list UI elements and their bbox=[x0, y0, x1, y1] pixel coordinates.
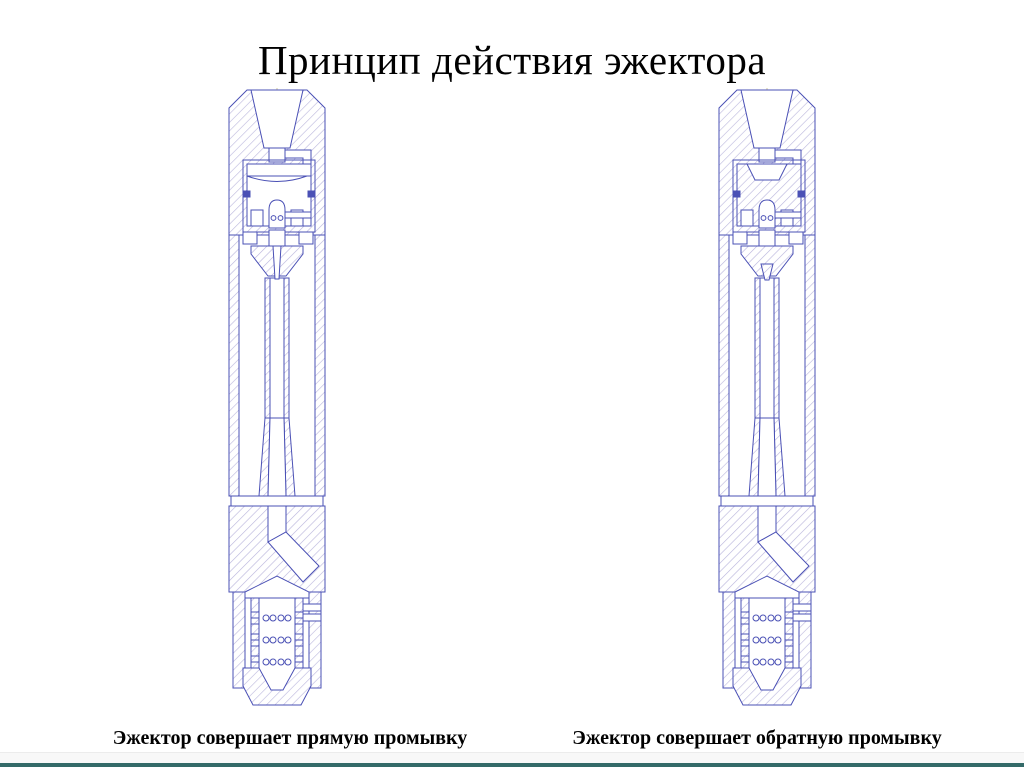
ejector-direct-flush-diagram bbox=[221, 88, 333, 710]
footer-accent-bar bbox=[0, 763, 1024, 767]
caption-reverse-flush: Эжектор совершает обратную промывку bbox=[572, 727, 942, 749]
footer-strip bbox=[0, 752, 1024, 767]
slide-title: Принцип действия эжектора bbox=[257, 37, 767, 83]
ejector-reverse-flush-diagram bbox=[711, 88, 823, 710]
caption-direct-flush: Эжектор совершает прямую промывку bbox=[112, 727, 468, 749]
